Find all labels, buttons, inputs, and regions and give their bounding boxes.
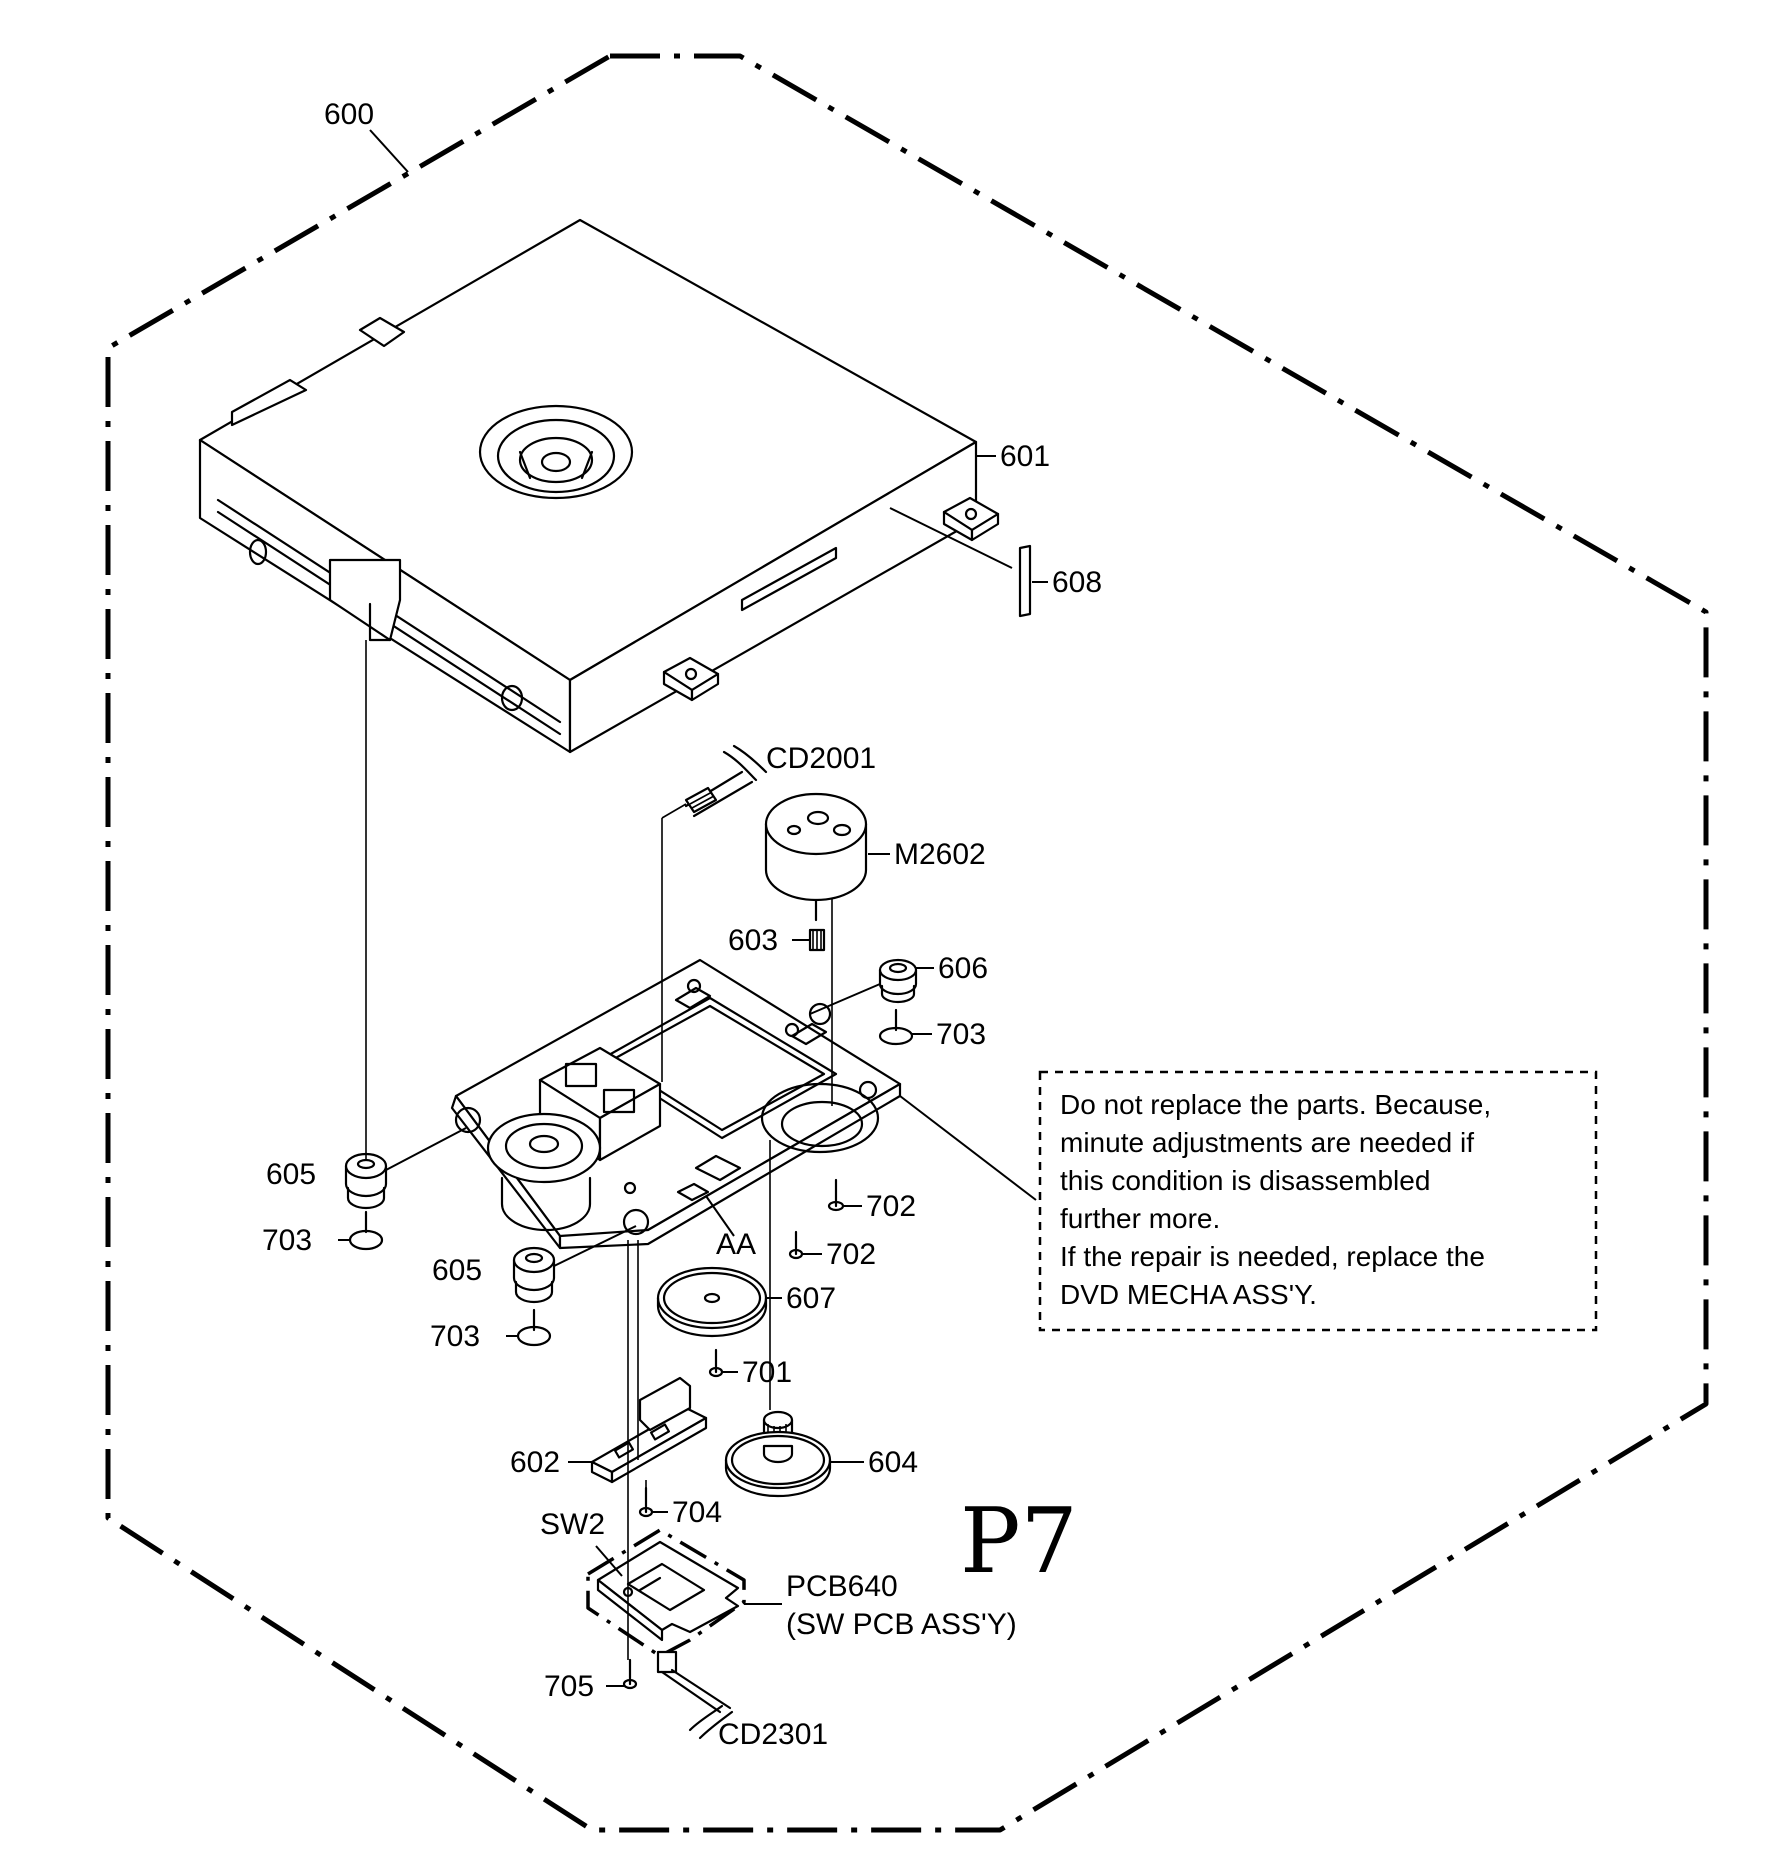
label-702-b: 702 [826,1238,876,1271]
label-608: 608 [1052,566,1102,599]
note-line-4: further more. [1060,1203,1220,1234]
label-pcb640-sub: (SW PCB ASS'Y) [786,1608,1017,1641]
label-605-b: 605 [432,1254,482,1287]
insulator-605-mid [512,1246,556,1347]
label-606: 606 [938,952,988,985]
note-line-6: DVD MECHA ASS'Y. [1060,1279,1317,1310]
screw-702-b [788,1230,804,1260]
label-600: 600 [324,98,374,131]
gear-604 [724,1410,832,1498]
label-m2602: M2602 [894,838,986,871]
bracket-602 [590,1376,708,1484]
assembly-axes [365,640,771,1660]
label-cd2301: CD2301 [718,1718,828,1751]
leader-lines [338,129,1048,1687]
label-703-a: 703 [936,1018,986,1051]
screw-701 [708,1348,724,1378]
label-602: 602 [510,1446,560,1479]
flex-cable-cd2301 [656,1650,734,1740]
label-704: 704 [672,1496,722,1529]
label-604: 604 [868,1446,918,1479]
label-703-c: 703 [430,1320,480,1353]
screw-705 [622,1658,638,1690]
screw-702-a [827,1178,845,1212]
label-607: 607 [786,1282,836,1315]
label-603: 603 [728,924,778,957]
mecha-chassis [450,958,902,1250]
note-box [1038,1070,1598,1332]
gear-disc-607 [656,1266,768,1338]
flex-cable-cd2001 [661,744,768,1082]
label-605-a: 605 [266,1158,316,1191]
gear-603 [808,928,826,952]
label-pcb640: PCB640 [786,1570,898,1603]
pcb-640 [586,1528,746,1658]
label-aa: AA [716,1228,756,1261]
insulator-606 [878,958,918,1046]
note-line-1: Do not replace the parts. Because, [1060,1089,1491,1120]
label-702-a: 702 [866,1190,916,1223]
label-cd2001: CD2001 [766,742,876,775]
screw-704 [638,1486,654,1518]
note-line-2: minute adjustments are needed if [1060,1127,1474,1158]
label-705: 705 [544,1670,594,1703]
motor-m2602 [764,792,868,1106]
note-line-5: If the repair is needed, replace the [1060,1241,1485,1272]
insulator-605-left [344,1152,388,1251]
note-line-3: this condition is disassembled [1060,1165,1430,1196]
loader-unit-601 [198,218,1000,754]
label-601: 601 [1000,440,1050,473]
label-703-b: 703 [262,1224,312,1257]
label-sw2: SW2 [540,1508,605,1541]
label-701: 701 [742,1356,792,1389]
handwritten-page-mark: P7 [960,1489,1078,1594]
assembly-boundary [105,53,1709,1833]
